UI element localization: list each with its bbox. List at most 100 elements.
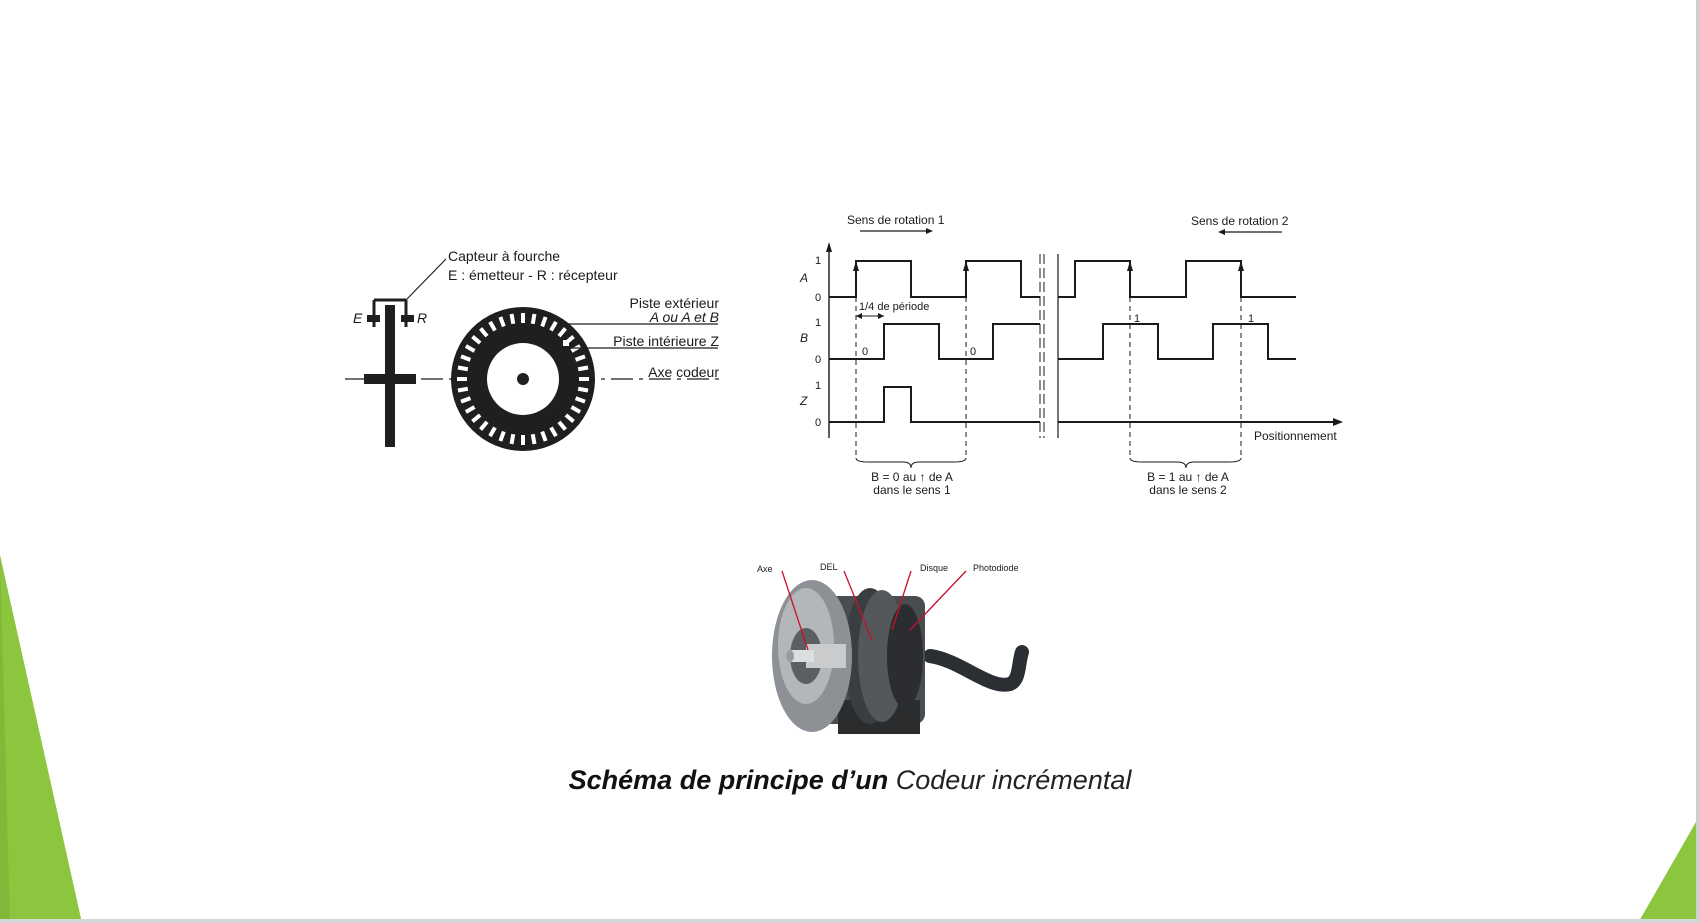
disk-slot — [471, 335, 482, 345]
signal-name-z: Z — [799, 394, 808, 408]
disk-slot — [498, 430, 506, 442]
emitter-letter: E — [353, 310, 363, 326]
disk-slot — [471, 413, 482, 423]
disk-slot — [579, 377, 589, 381]
a-edge-arrow-3 — [1127, 261, 1133, 271]
disk-slot — [574, 354, 586, 362]
disk-slot — [479, 327, 489, 338]
label-photodiode: Photodiode — [973, 563, 1019, 573]
encoder-cable — [923, 645, 1029, 692]
quarter-period-label: 1/4 de période — [859, 301, 929, 313]
disk-slot — [460, 354, 472, 362]
label-disque: Disque — [920, 563, 948, 573]
disk-slot — [457, 386, 469, 393]
disk-slot — [540, 430, 548, 442]
rotation-1-arrowhead — [926, 228, 933, 234]
disk-slot — [509, 433, 516, 445]
disk-slot — [530, 313, 537, 325]
waveform-z-sens1 — [829, 386, 1040, 423]
disk-slot — [521, 435, 525, 445]
sensor-leader — [405, 258, 447, 301]
waveform-a-sens2 — [1058, 260, 1296, 298]
note-sens2-line2: dans le sens 2 — [1149, 483, 1227, 497]
note-sens2-line1: B = 1 au ↑ de A — [1147, 470, 1229, 484]
shaft-tip — [786, 650, 794, 662]
disk-slot — [564, 413, 575, 423]
slide-right-border — [1696, 0, 1700, 923]
disk-slot — [479, 420, 489, 431]
b-marker-sens2-b: 1 — [1248, 313, 1254, 325]
fork-sensor-shape — [372, 298, 408, 327]
signal-name-a: A — [799, 271, 808, 285]
a-level-0: 0 — [815, 292, 821, 304]
left-green-accent — [0, 555, 82, 923]
disk-slot — [557, 420, 567, 431]
disk-slot — [577, 386, 589, 393]
positionnement-arrowhead — [1333, 418, 1343, 426]
disk-slot — [549, 320, 558, 332]
disk-slot — [530, 433, 537, 445]
receiver-block — [401, 315, 414, 322]
disk-slot — [460, 396, 472, 404]
label-del: DEL — [820, 562, 838, 572]
left-green-shade — [0, 555, 10, 923]
rotation-2-arrowhead — [1218, 229, 1225, 235]
disk-slot — [557, 327, 567, 338]
label-axe: Axe — [757, 564, 773, 574]
b-marker-sens2-a: 1 — [1134, 313, 1140, 325]
leader-del — [843, 570, 873, 641]
a-edge-arrow-1 — [853, 261, 859, 271]
disk-slot — [570, 405, 582, 414]
note-sens1-line2: dans le sens 1 — [873, 483, 951, 497]
brace-sens2 — [1129, 457, 1242, 469]
slide-caption: Schéma de principe d’un Codeur incrément… — [0, 765, 1700, 796]
disk-slot — [574, 396, 586, 404]
right-green-accent — [1638, 815, 1700, 923]
outer-track-label-1: Piste extérieur — [630, 295, 720, 311]
a-level-1: 1 — [815, 255, 821, 267]
leader-photodiode — [909, 570, 967, 631]
quarter-period-arrow-r — [878, 313, 884, 319]
caption-light: Codeur incrémental — [895, 765, 1132, 795]
sensor-sub-label: E : émetteur - R : récepteur — [448, 267, 618, 283]
quarter-period-arrow-l — [856, 313, 862, 319]
signal-name-b: B — [800, 331, 808, 345]
z-level-1: 1 — [815, 380, 821, 392]
disk-slot — [549, 426, 558, 438]
rotation-2-label: Sens de rotation 2 — [1191, 214, 1289, 228]
z-level-0: 0 — [815, 417, 821, 429]
disk-slot — [488, 320, 497, 332]
disk-slot — [488, 426, 497, 438]
waveform-b-sens2 — [1058, 323, 1296, 360]
waveform-a-sens1 — [829, 260, 1040, 298]
timing-diagram: Sens de rotation 1 Sens de rotation 2 A … — [799, 213, 1343, 497]
disk-slot — [577, 365, 589, 372]
index-slot-z — [563, 340, 569, 346]
fork-sensor-diagram: E R Capteur à fourche E : émetteur - R :… — [345, 248, 720, 451]
shaft — [790, 650, 814, 662]
axis-codeur-label: Axe codeur — [648, 364, 719, 380]
sensor-label: Capteur à fourche — [448, 248, 560, 264]
b-marker-sens1-a: 0 — [862, 346, 868, 358]
disk-center — [517, 373, 529, 385]
a-edge-arrow-4 — [1238, 261, 1244, 271]
leader-disque — [891, 570, 912, 631]
waveform-b-sens1 — [829, 323, 1040, 360]
slide-bottom-border — [0, 919, 1700, 923]
disk-slot — [464, 344, 476, 353]
disk-slot — [457, 377, 467, 381]
outer-track-label-2: A ou A et B — [649, 309, 719, 325]
b-marker-sens1-b: 0 — [970, 346, 976, 358]
disk-slot — [509, 313, 516, 325]
brace-sens1 — [855, 457, 967, 469]
disk-slot — [464, 405, 476, 414]
caption-bold: Schéma de principe d’un — [568, 765, 889, 795]
a-edge-arrow-2 — [963, 261, 969, 271]
photodiode-ring — [887, 604, 923, 708]
disk-slots — [457, 313, 589, 445]
disk-slot — [498, 316, 506, 328]
b-level-0: 0 — [815, 354, 821, 366]
leader-axe — [781, 570, 809, 651]
